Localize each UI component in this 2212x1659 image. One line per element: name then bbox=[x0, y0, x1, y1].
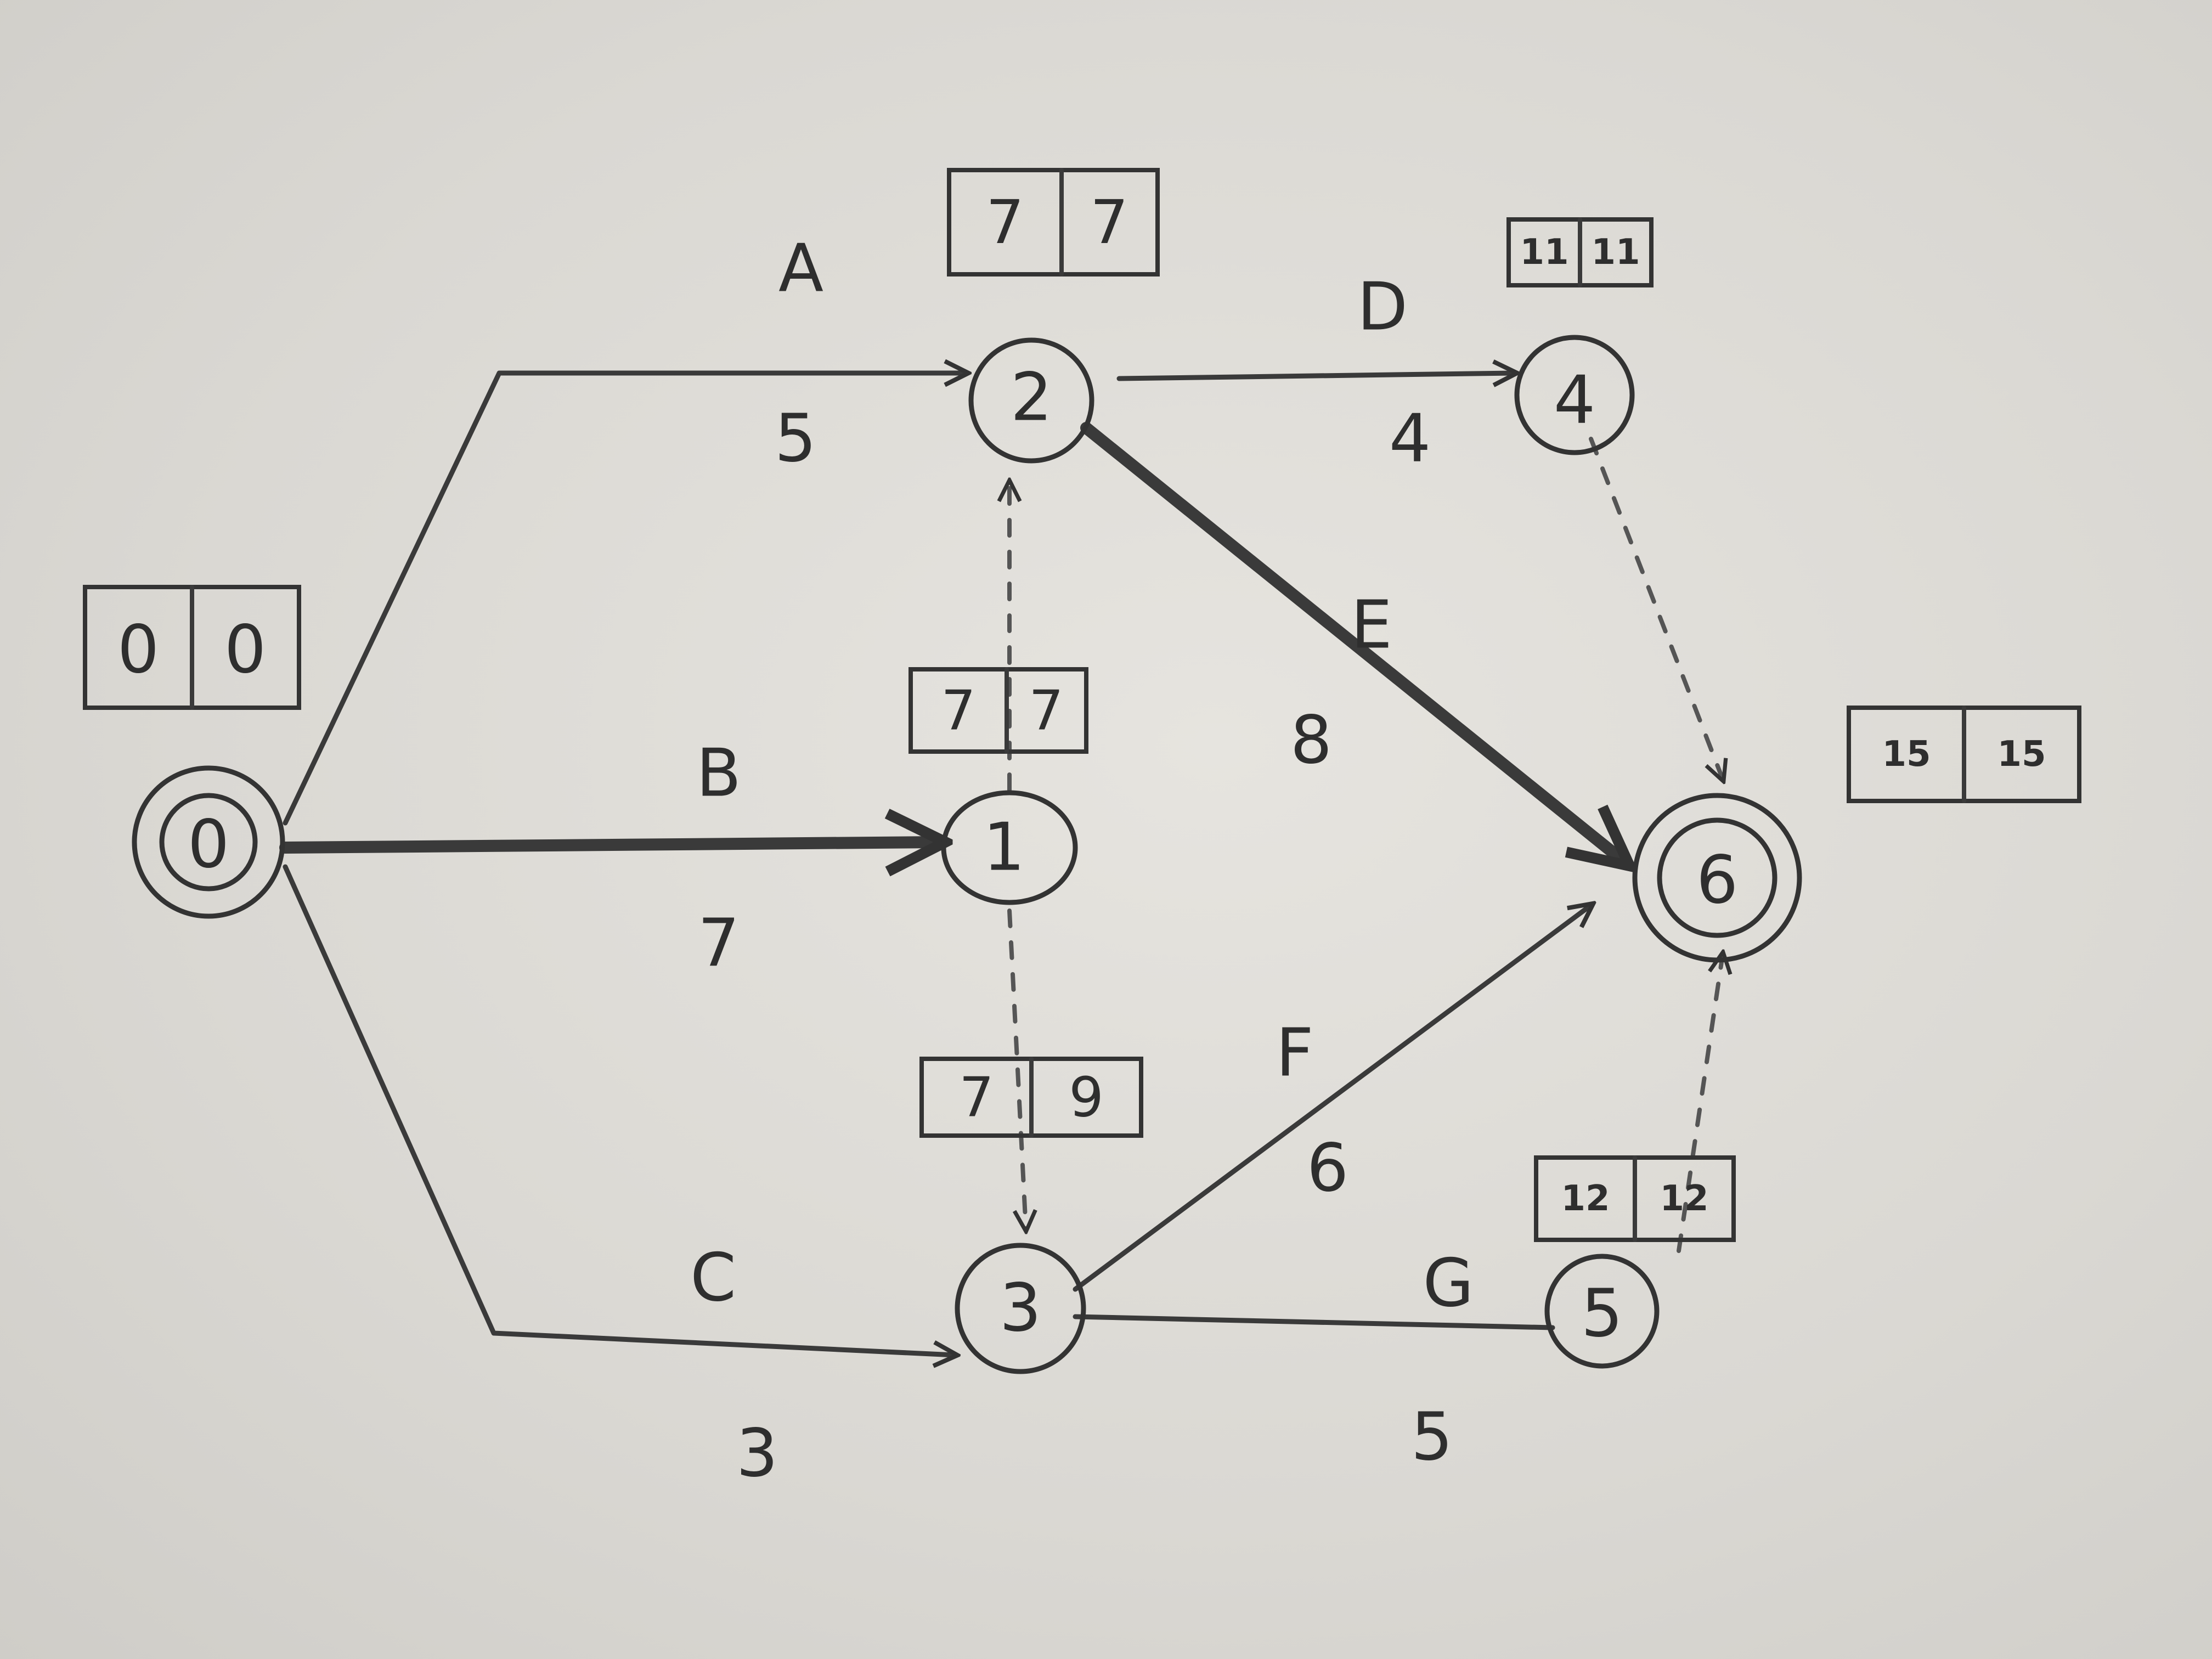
time-box-node-4: 11 11 bbox=[1506, 217, 1654, 287]
time-box-node-3: 7 9 bbox=[919, 1057, 1143, 1138]
activity-f-name: F bbox=[1276, 1015, 1313, 1092]
node-2-earliest: 7 bbox=[986, 187, 1024, 257]
activity-f-duration: 6 bbox=[1307, 1131, 1348, 1207]
node-0-earliest: 0 bbox=[117, 612, 159, 689]
time-box-node-2: 7 7 bbox=[947, 168, 1160, 276]
node-4-earliest: 11 bbox=[1520, 232, 1568, 273]
activity-g-name: G bbox=[1423, 1246, 1474, 1322]
time-box-node-6: 15 15 bbox=[1847, 706, 2081, 803]
arrow-activity-f bbox=[1073, 905, 1591, 1292]
activity-d-name: D bbox=[1357, 269, 1408, 346]
arrow-activity-b bbox=[279, 842, 938, 848]
node-3: 3 bbox=[955, 1243, 1086, 1374]
activity-e-name: E bbox=[1351, 588, 1392, 664]
time-box-node-0: 0 0 bbox=[83, 585, 301, 710]
node-1-label: 1 bbox=[983, 810, 1025, 886]
node-6-label: 6 bbox=[1696, 843, 1738, 919]
node-0-label: 0 bbox=[188, 807, 229, 883]
node-1: 1 bbox=[941, 790, 1078, 905]
arrow-activity-a bbox=[283, 373, 966, 826]
activity-c-duration: 3 bbox=[736, 1416, 778, 1492]
activity-e-duration: 8 bbox=[1290, 703, 1332, 779]
node-4-latest: 11 bbox=[1591, 232, 1640, 273]
time-box-node-1: 7 7 bbox=[909, 667, 1088, 754]
node-6-earliest: 15 bbox=[1882, 734, 1931, 775]
arrow-activity-e bbox=[1080, 422, 1624, 861]
node-5-earliest: 12 bbox=[1561, 1178, 1610, 1219]
activity-c-name: C bbox=[690, 1240, 736, 1317]
node-3-label: 3 bbox=[1000, 1271, 1041, 1347]
node-4-label: 4 bbox=[1554, 363, 1595, 439]
node-0-latest: 0 bbox=[224, 612, 266, 689]
activity-d-duration: 4 bbox=[1389, 401, 1431, 477]
node-5: 5 bbox=[1544, 1254, 1660, 1369]
activity-b-name: B bbox=[696, 736, 741, 812]
node-0: 0 bbox=[132, 765, 285, 919]
activity-g-duration: 5 bbox=[1411, 1400, 1453, 1476]
node-2-latest: 7 bbox=[1090, 187, 1128, 257]
node-1-latest: 7 bbox=[1029, 679, 1064, 743]
node-6: 6 bbox=[1632, 793, 1802, 963]
dummy-1-to-3 bbox=[1007, 909, 1026, 1229]
arrow-activity-d bbox=[1116, 373, 1514, 379]
node-6-latest: 15 bbox=[1997, 734, 2046, 775]
node-3-latest: 9 bbox=[1069, 1065, 1104, 1130]
time-box-node-5: 12 12 bbox=[1534, 1155, 1736, 1242]
activity-b-duration: 7 bbox=[698, 906, 740, 982]
arrow-activity-c bbox=[283, 864, 955, 1355]
node-1-earliest: 7 bbox=[941, 679, 976, 743]
arrow-activity-g bbox=[1073, 1314, 1555, 1330]
node-3-earliest: 7 bbox=[959, 1065, 994, 1130]
activity-a-duration: 5 bbox=[775, 401, 816, 477]
node-5-label: 5 bbox=[1581, 1276, 1623, 1352]
activity-a-name: A bbox=[778, 231, 823, 307]
node-4: 4 bbox=[1514, 335, 1635, 455]
dummy-4-to-6 bbox=[1589, 437, 1723, 779]
node-2: 2 bbox=[968, 337, 1094, 464]
node-5-latest: 12 bbox=[1660, 1178, 1708, 1219]
node-2-label: 2 bbox=[1011, 360, 1052, 436]
